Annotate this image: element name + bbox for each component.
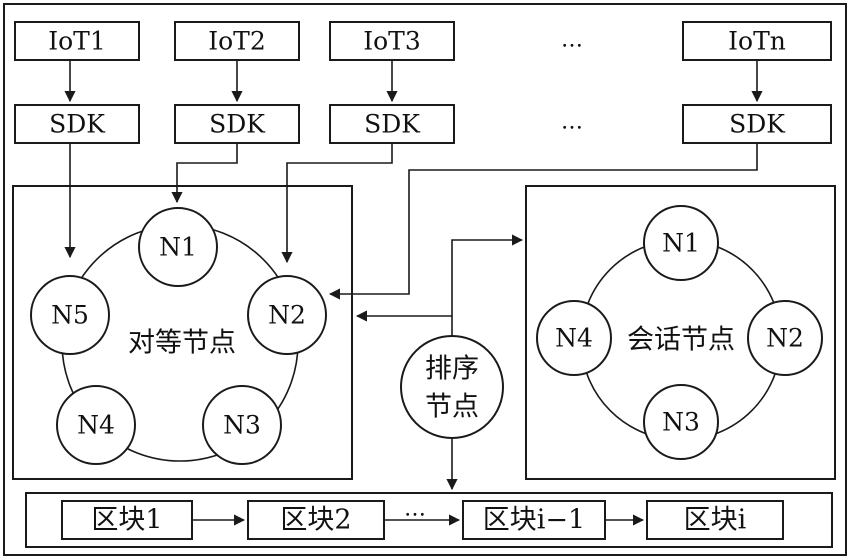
sdk-2-label: SDK [209,110,266,139]
arrow-sdk2-n1 [171,143,238,204]
block-2: 区块2 [247,500,385,540]
session-node-n1: N1 [643,205,719,281]
blockchain-frame [25,492,833,548]
session-node-n3-label: N3 [662,408,700,437]
block-2-label: 区块2 [280,505,351,536]
block-i: 区块i [646,500,784,540]
iot-device-1: IoT1 [14,21,140,61]
sdk-2: SDK [174,104,300,144]
peer-node-n2-label: N2 [268,301,306,330]
peer-node-n3-label: N3 [223,411,261,440]
peer-node-n4-label: N4 [77,411,115,440]
block-i-minus-1: 区块i−1 [462,500,606,540]
sdk-1: SDK [14,104,140,144]
session-cluster-frame [525,185,836,480]
sdk-3: SDK [329,104,455,144]
iot-ellipsis: … [561,28,583,53]
iot-device-3: IoT3 [329,21,455,61]
outer-frame [3,3,847,556]
sdk-ellipsis: … [561,110,583,135]
iot-device-2: IoT2 [174,21,300,61]
session-node-n4-label: N4 [555,324,593,353]
block-i-minus-1-label: 区块i−1 [483,505,585,536]
ordering-node: 排序 节点 [400,335,504,439]
session-node-n2-label: N2 [766,324,804,353]
iot-device-2-label: IoT2 [208,27,266,56]
peer-node-n1: N1 [138,207,218,287]
iot-device-3-label: IoT3 [363,27,421,56]
block-i-label: 区块i [684,505,747,536]
ordering-node-label-line2: 节点 [425,392,479,423]
arrow-ordering-session [451,234,524,316]
session-cluster-label: 会话节点 [627,325,735,356]
block-1: 区块1 [61,500,193,540]
sdk-3-label: SDK [364,110,421,139]
ordering-node-label-line1: 排序 [425,354,479,385]
sdk-n: SDK [682,104,832,144]
sdk-1-label: SDK [49,110,106,139]
peer-node-n2: N2 [247,275,327,355]
block-1-label: 区块1 [91,505,162,536]
peer-cluster-frame [12,185,353,480]
peer-node-n5: N5 [30,275,110,355]
peer-node-n5-label: N5 [51,301,89,330]
sdk-n-label: SDK [729,110,786,139]
peer-node-n3: N3 [202,385,282,465]
iot-device-n: IoTn [682,21,832,61]
session-node-n3: N3 [643,384,719,460]
arrow-sdk3-n2 [281,143,393,264]
session-node-n1-label: N1 [662,229,700,258]
arrow-sdkn-n2 [328,143,758,300]
session-node-n4: N4 [536,300,612,376]
block-ellipsis: … [404,497,426,522]
peer-node-n1-label: N1 [159,233,197,262]
iot-device-1-label: IoT1 [48,27,106,56]
peer-cluster-label: 对等节点 [128,328,236,359]
iot-device-n-label: IoTn [728,27,786,56]
peer-node-n4: N4 [56,385,136,465]
session-node-n2: N2 [747,300,823,376]
